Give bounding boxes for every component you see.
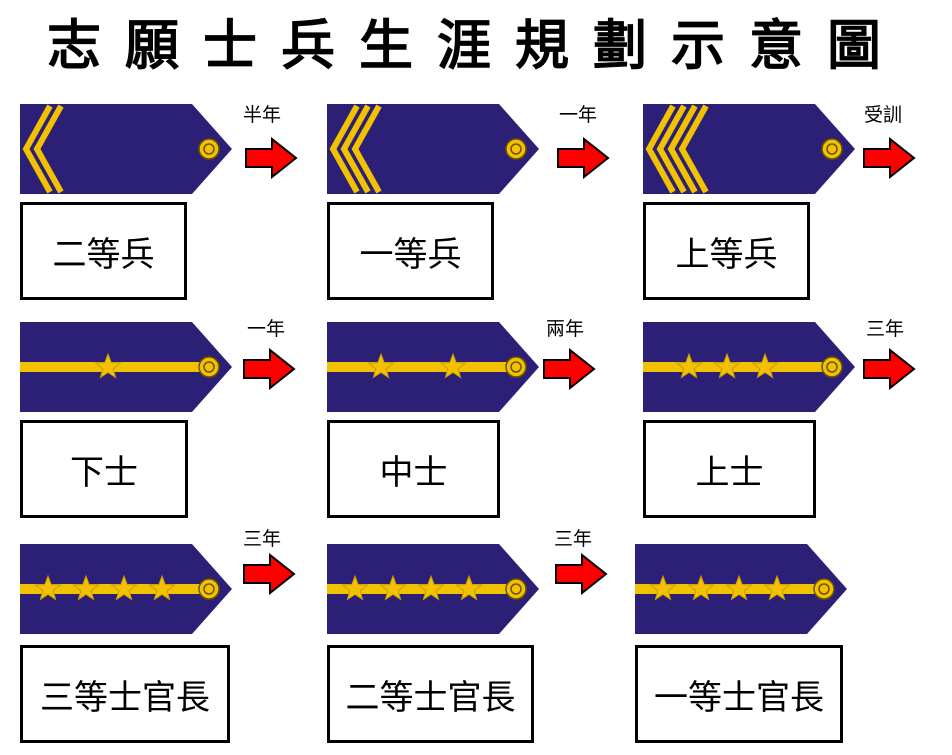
right-arrow-icon — [862, 136, 916, 180]
right-arrow-icon — [542, 347, 596, 391]
transition-label-5: 兩年 — [545, 318, 584, 340]
rank-box-private-2nd-class: 二等兵 — [20, 202, 187, 300]
star-icon — [341, 574, 369, 601]
chevron-stripe — [667, 104, 698, 194]
star-icon — [455, 574, 483, 601]
star-icon — [379, 574, 407, 601]
gold-stripe — [327, 362, 515, 372]
button-icon — [505, 578, 527, 600]
button-icon — [821, 356, 843, 378]
transition-label-6: 三年 — [865, 318, 904, 340]
epaulette-corporal — [20, 322, 232, 412]
button-icon — [198, 578, 220, 600]
transition-label-2: 一年 — [558, 104, 597, 126]
button-icon — [198, 138, 220, 160]
right-arrow-icon — [244, 136, 298, 180]
transition-label-4: 一年 — [246, 318, 285, 340]
transition-label-8: 三年 — [553, 528, 592, 550]
button-icon — [821, 138, 843, 160]
epaulette-staff-sergeant — [643, 322, 855, 412]
star-icon — [725, 574, 753, 601]
star-icon — [713, 352, 741, 379]
gold-stripe — [643, 362, 831, 372]
right-arrow-icon — [242, 552, 296, 596]
right-arrow-icon — [242, 347, 296, 391]
chevron-stripe — [678, 104, 709, 194]
transition-label-1: 半年 — [242, 104, 281, 126]
chevron-stripe — [656, 104, 687, 194]
button-icon — [813, 578, 835, 600]
chevron-stripe — [351, 104, 382, 194]
star-icon — [687, 574, 715, 601]
epaulette-sergeant-major-3rd-class — [20, 544, 232, 634]
gold-stripe — [635, 584, 823, 594]
chevron-stripe — [340, 104, 371, 194]
button-icon — [198, 356, 220, 378]
epaulette-sergeant-major-1st-class — [635, 544, 847, 634]
rank-box-lance-corporal: 上等兵 — [643, 202, 810, 300]
star-icon — [34, 574, 62, 601]
button-icon — [505, 356, 527, 378]
epaulette-lance-corporal — [643, 104, 855, 194]
rank-box-sergeant-major-2nd-class: 二等士官長 — [327, 645, 534, 743]
star-icon — [148, 574, 176, 601]
chevron-stripe — [329, 104, 360, 194]
button-icon — [505, 138, 527, 160]
star-icon — [675, 352, 703, 379]
star-icon — [649, 574, 677, 601]
transition-label-7: 三年 — [242, 528, 281, 550]
chevron-stripe — [645, 104, 676, 194]
rank-box-private-1st-class: 一等兵 — [327, 202, 494, 300]
chevron-stripe — [33, 104, 64, 194]
epaulette-sergeant-major-2nd-class — [327, 544, 539, 634]
page-title: 志願士兵生涯規劃示意圖 — [47, 14, 905, 77]
transition-label-3: 受訓 — [863, 104, 902, 126]
star-icon — [94, 352, 122, 379]
rank-box-sergeant-major-1st-class: 一等士官長 — [635, 645, 843, 743]
chevron-stripe — [22, 104, 53, 194]
right-arrow-icon — [862, 347, 916, 391]
gold-stripe — [327, 584, 515, 594]
star-icon — [110, 574, 138, 601]
rank-box-corporal: 下士 — [20, 420, 188, 518]
star-icon — [72, 574, 100, 601]
star-icon — [763, 574, 791, 601]
star-icon — [439, 352, 467, 379]
star-icon — [751, 352, 779, 379]
epaulette-private-1st-class — [327, 104, 539, 194]
right-arrow-icon — [556, 136, 610, 180]
right-arrow-icon — [554, 552, 608, 596]
epaulette-private-2nd-class — [20, 104, 232, 194]
rank-box-sergeant-major-3rd-class: 三等士官長 — [20, 645, 230, 743]
epaulette-sergeant — [327, 322, 539, 412]
star-icon — [417, 574, 445, 601]
gold-stripe — [20, 584, 208, 594]
rank-box-sergeant: 中士 — [327, 420, 500, 518]
star-icon — [367, 352, 395, 379]
rank-box-staff-sergeant: 上士 — [643, 420, 816, 518]
